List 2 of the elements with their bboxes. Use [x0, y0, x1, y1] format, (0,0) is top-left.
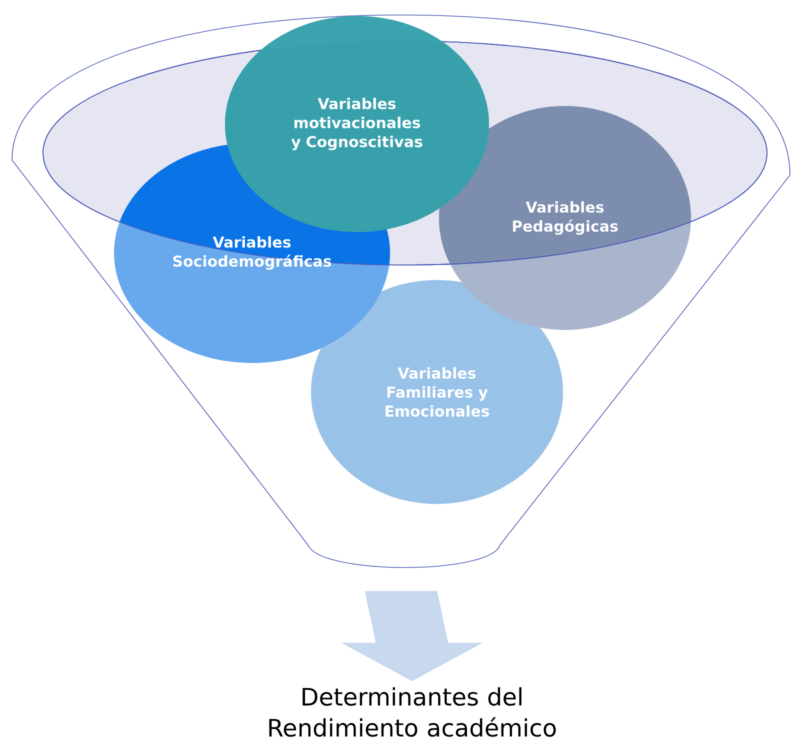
- block-arrow: [342, 591, 482, 682]
- result-text: Determinantes del Rendimiento académico: [269, 687, 556, 737]
